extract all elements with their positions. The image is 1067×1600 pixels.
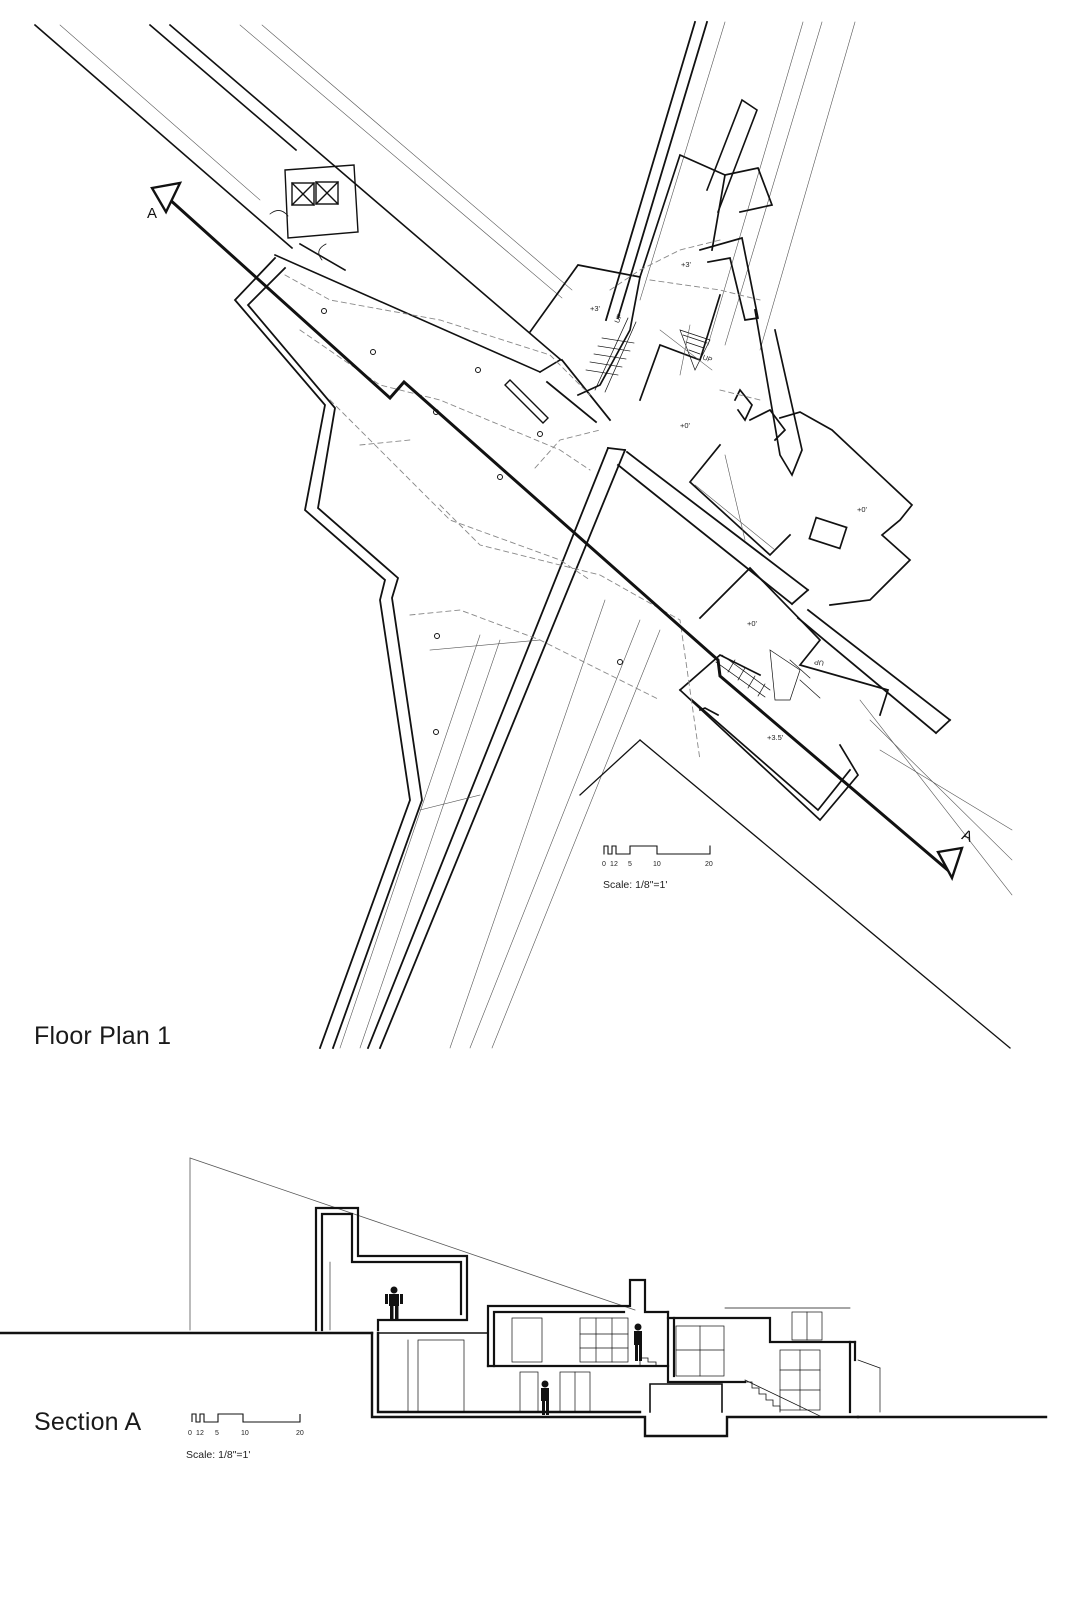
figure-middle	[634, 1323, 642, 1361]
stair-west	[585, 317, 637, 393]
site-thin-lines	[859, 699, 1013, 896]
stair-up-label-2: UP	[701, 354, 713, 364]
stair-south	[715, 649, 821, 701]
columns	[321, 308, 623, 735]
stairs	[585, 317, 821, 701]
pit	[649, 1383, 723, 1413]
site-boundary	[579, 739, 1011, 1049]
east-block	[666, 1310, 857, 1414]
middle-block	[377, 1278, 670, 1368]
ground-line	[0, 1331, 1048, 1419]
level-label-5: +0'	[747, 619, 758, 628]
section-scale-tick-2: 2	[200, 1430, 204, 1437]
elevator-core	[269, 164, 359, 272]
human-figures	[385, 1286, 642, 1415]
plan-scale-bar-graphic	[603, 845, 711, 855]
section-marker-label-bottom: A	[959, 827, 974, 846]
level-label-1: +3'	[590, 304, 601, 313]
corridor-thin-lines	[339, 21, 856, 1049]
east-windows	[675, 1307, 881, 1413]
diagonal-thin-lines	[59, 24, 573, 299]
east-rooms	[528, 153, 914, 822]
section-title: Section A	[34, 1408, 142, 1436]
sight-lines	[189, 1157, 636, 1331]
stair-center	[679, 329, 711, 371]
section-marker-top	[150, 181, 183, 215]
lower-diagonal-wall	[545, 358, 952, 735]
section-scale-label: Scale: 1/8"=1'	[186, 1449, 250, 1461]
section-cut-line	[165, 195, 953, 875]
plan-scale-tick-0: 0	[602, 861, 606, 868]
plan-scale-tick-1: 1	[610, 861, 614, 868]
section-scale-tick-1: 1	[196, 1430, 200, 1437]
west-outline-wall	[233, 256, 423, 1050]
level-label-6: +3.5'	[767, 733, 784, 742]
section-drawing: 0 1 2 5 10 20 Scale: 1/8"=1'	[0, 1157, 1048, 1461]
section-scale-tick-0: 0	[188, 1430, 192, 1437]
floor-plan-title: Floor Plan 1	[34, 1022, 172, 1050]
section-marker-label-top: A	[147, 205, 157, 222]
plan-scale-tick-5: 5	[628, 861, 632, 868]
stair-up-label-1: UP	[614, 312, 625, 324]
bench	[504, 379, 549, 424]
section-scale-tick-5: 5	[215, 1430, 219, 1437]
plan-scale-label: Scale: 1/8"=1'	[603, 879, 667, 891]
floor-plan-drawing: A A +3' +3' +0' +0' +0' +3.5' UP UP UP 0…	[33, 20, 1013, 1050]
section-cut	[370, 1331, 860, 1438]
plan-scale-tick-10: 10	[653, 861, 661, 868]
north-south-corridor-walls	[366, 20, 709, 1050]
section-scale-tick-10: 10	[241, 1430, 249, 1437]
level-label-3: +0'	[680, 421, 691, 430]
section-scale-tick-20: 20	[296, 1430, 304, 1437]
plan-scale-ticks: 0 1 2 5 10 20	[602, 861, 713, 868]
section-scale-bar-graphic	[191, 1413, 301, 1423]
section-scale-ticks: 0 1 2 5 10 20	[188, 1430, 304, 1437]
plan-scale-tick-20: 20	[705, 861, 713, 868]
plan-scale-tick-2: 2	[614, 861, 618, 868]
skylight-crosses	[659, 324, 776, 551]
diagonal-wall-strip	[33, 23, 563, 374]
figure-tower	[385, 1286, 403, 1320]
middle-windows	[407, 1317, 629, 1413]
tower-spike	[705, 98, 758, 214]
level-label-2: +3'	[681, 260, 692, 269]
level-label-4: +0'	[857, 505, 868, 514]
figure-lower	[541, 1380, 549, 1415]
stair-up-label-3: UP	[813, 657, 824, 666]
section-marker-bottom	[936, 846, 964, 882]
